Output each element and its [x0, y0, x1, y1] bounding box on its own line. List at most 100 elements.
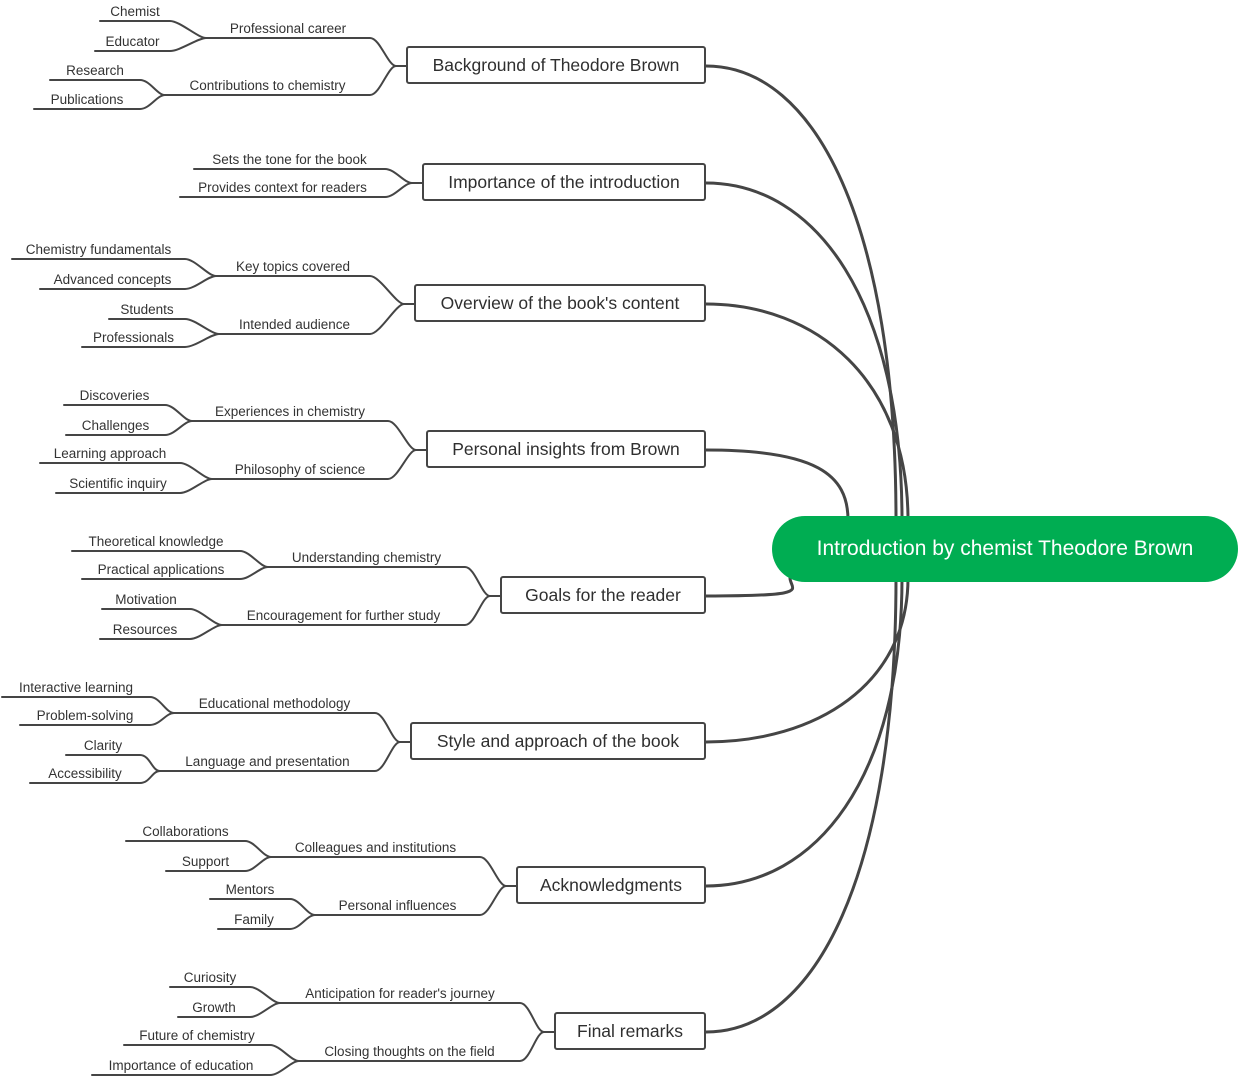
leaf-topic[interactable]: Theoretical knowledge — [88, 534, 224, 549]
leaf-branch-line — [101, 608, 223, 626]
sub-topic[interactable]: Provides context for readers — [198, 180, 367, 195]
sub-branch-line — [159, 741, 401, 772]
topic-node[interactable]: Style and approach of the book — [410, 722, 706, 760]
leaf-branch-line — [39, 462, 213, 480]
sub-topic[interactable]: Key topics covered — [235, 259, 351, 274]
leaf-branch-line — [63, 404, 193, 422]
sub-topic[interactable]: Understanding chemistry — [291, 550, 442, 565]
sub-branch-line — [298, 1031, 545, 1062]
leaf-topic[interactable]: Growth — [192, 1000, 236, 1015]
leaf-branch-line — [169, 986, 281, 1004]
leaf-branch-line — [55, 478, 213, 494]
leaf-topic[interactable]: Practical applications — [97, 562, 225, 577]
leaf-topic[interactable]: Importance of education — [108, 1058, 254, 1073]
leaf-topic[interactable]: Learning approach — [53, 446, 167, 461]
sub-branch-line — [221, 595, 491, 626]
leaf-branch-line — [81, 566, 269, 580]
root-connector-3 — [704, 302, 910, 522]
sub-branch-line — [218, 303, 405, 335]
root-connector-4 — [704, 448, 850, 522]
topic-label: Importance of the introduction — [448, 171, 680, 192]
sub-topic[interactable]: Intended audience — [238, 317, 351, 332]
leaf-topic[interactable]: Advanced concepts — [53, 272, 172, 287]
leaf-topic[interactable]: Support — [181, 854, 230, 869]
topic-label: Style and approach of the book — [436, 730, 680, 751]
leaf-branch-line — [39, 275, 217, 290]
sub-branch-line — [215, 275, 405, 305]
sub-topic[interactable]: Contributions to chemistry — [189, 78, 346, 93]
sub-branch-line — [191, 420, 417, 451]
sub-topic[interactable]: Professional career — [229, 21, 347, 36]
leaf-topic[interactable]: Future of chemistry — [139, 1028, 255, 1043]
leaf-branch-line — [81, 333, 220, 348]
leaf-branch-line — [19, 712, 175, 726]
topic-node[interactable]: Acknowledgments — [516, 866, 706, 904]
leaf-branch-line — [165, 856, 272, 872]
sub-branch-line — [267, 566, 491, 597]
leaf-branch-line — [65, 420, 193, 436]
leaf-branch-line — [94, 37, 207, 52]
sub-topic[interactable]: Experiences in chemistry — [214, 404, 366, 419]
leaf-topic[interactable]: Discoveries — [79, 388, 150, 403]
leaf-topic[interactable]: Scientific inquiry — [69, 476, 167, 491]
topic-node[interactable]: Personal insights from Brown — [426, 430, 706, 468]
leaf-branch-line — [99, 20, 207, 39]
sub-branch-line — [279, 1002, 545, 1033]
sub-topic[interactable]: Philosophy of science — [234, 462, 366, 477]
sub-branch-line — [314, 885, 507, 916]
leaf-topic[interactable]: Resources — [112, 622, 178, 637]
topic-label: Overview of the book's content — [440, 292, 680, 313]
sub-branch-line — [211, 449, 417, 480]
leaf-topic[interactable]: Professionals — [92, 330, 175, 345]
leaf-topic[interactable]: Publications — [50, 92, 124, 107]
leaf-branch-line — [29, 770, 161, 784]
leaf-topic[interactable]: Challenges — [81, 418, 150, 433]
topic-label: Acknowledgments — [539, 874, 683, 895]
topic-node[interactable]: Importance of the introduction — [422, 163, 706, 201]
leaf-topic[interactable]: Curiosity — [183, 970, 237, 985]
sub-topic[interactable]: Language and presentation — [185, 754, 350, 769]
leaf-topic[interactable]: Problem-solving — [36, 708, 134, 723]
leaf-topic[interactable]: Accessibility — [48, 766, 122, 781]
leaf-topic[interactable]: Mentors — [225, 882, 275, 897]
topic-node[interactable]: Goals for the reader — [500, 576, 706, 614]
leaf-topic[interactable]: Educator — [105, 34, 160, 49]
leaf-branch-line — [49, 79, 166, 96]
sub-topic[interactable]: Anticipation for reader's journey — [305, 986, 495, 1001]
leaf-topic[interactable]: Collaborations — [142, 824, 229, 839]
sub-branch-line — [179, 182, 413, 198]
topic-node[interactable]: Background of Theodore Brown — [406, 46, 706, 84]
leaf-topic[interactable]: Students — [120, 302, 174, 317]
root-topic[interactable]: Introduction by chemist Theodore Brown — [772, 516, 1238, 582]
leaf-branch-line — [11, 258, 217, 277]
leaf-topic[interactable]: Chemist — [110, 4, 160, 19]
leaf-topic[interactable]: Clarity — [83, 738, 123, 753]
leaf-branch-line — [33, 94, 166, 110]
sub-branch-line — [270, 856, 507, 887]
root-connector-2 — [704, 181, 904, 522]
leaf-branch-line — [91, 1060, 300, 1076]
leaf-topic[interactable]: Chemistry fundamentals — [25, 242, 172, 257]
sub-topic[interactable]: Personal influences — [338, 898, 457, 913]
sub-topic[interactable]: Educational methodology — [198, 696, 351, 711]
leaf-branch-line — [123, 1044, 300, 1062]
topic-node[interactable]: Overview of the book's content — [414, 284, 706, 322]
topic-label: Personal insights from Brown — [452, 438, 680, 459]
sub-topic[interactable]: Closing thoughts on the field — [324, 1044, 495, 1059]
topic-label: Final remarks — [577, 1020, 683, 1041]
root-connector-8 — [704, 576, 898, 1034]
leaf-branch-line — [209, 898, 316, 916]
leaf-branch-line — [99, 624, 223, 640]
sub-topic[interactable]: Colleagues and institutions — [294, 840, 457, 855]
leaf-topic[interactable]: Interactive learning — [18, 680, 134, 695]
topic-node[interactable]: Final remarks — [554, 1012, 706, 1050]
leaf-branch-line — [217, 914, 316, 930]
sub-branch-line — [205, 37, 397, 67]
sub-topic[interactable]: Sets the tone for the book — [212, 152, 367, 167]
sub-topic[interactable]: Encouragement for further study — [246, 608, 441, 623]
leaf-topic[interactable]: Family — [234, 912, 274, 927]
leaf-topic[interactable]: Motivation — [115, 592, 177, 607]
sub-branch-line — [173, 712, 401, 743]
leaf-topic[interactable]: Research — [66, 63, 124, 78]
